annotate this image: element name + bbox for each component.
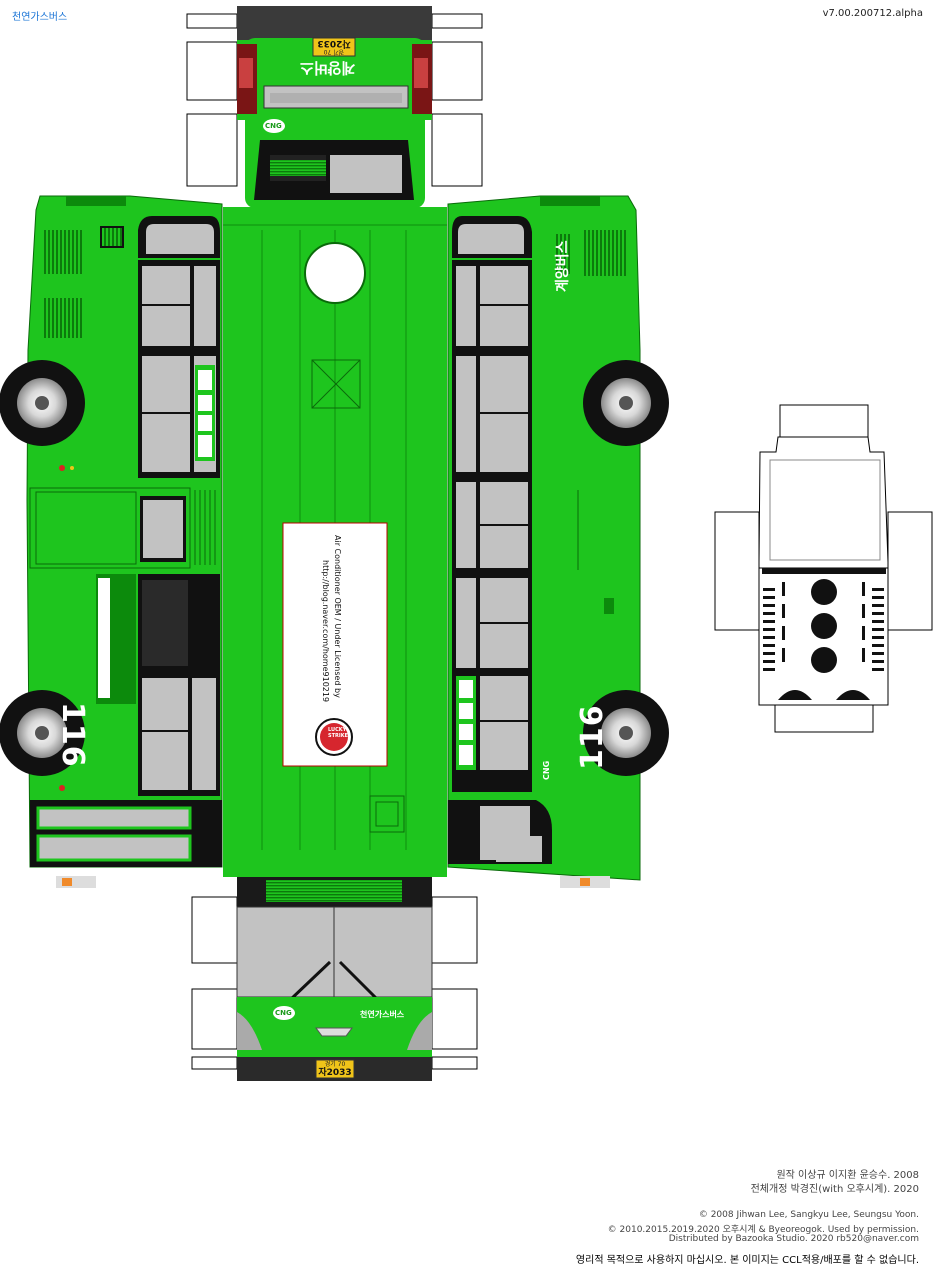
rear-plate: 경기 70 자2033 — [314, 38, 354, 55]
brand-logo: LUCKY STRIKE — [328, 727, 349, 739]
cng-badge-rear: CNG — [265, 122, 282, 130]
glue-tabs-top — [186, 13, 483, 187]
front-company-name: 천연가스버스 — [360, 1010, 405, 1019]
credit-original: 원작 이상규 이지환 윤승수. 2008 — [776, 1170, 919, 1181]
roof-panel-line1: Air Conditioner OEM / Under Licensed by — [333, 535, 342, 698]
front-plate: 경기 70 자2033 — [317, 1061, 353, 1078]
wheel — [0, 360, 85, 446]
roof-unit-net — [714, 404, 933, 733]
roof-panel-line2: http://blog.naver.com/home910219 — [321, 560, 330, 703]
credit-distribution: Distributed by Bazooka Studio. 2020 rb52… — [668, 1234, 919, 1244]
route-number-right: 116 — [575, 704, 610, 770]
side-company-right: 계양버스 — [555, 240, 571, 292]
wheel — [583, 360, 669, 446]
front-face — [236, 877, 433, 1081]
wheel — [583, 690, 669, 776]
credit-revision: 전체개정 박경진(with 오후시계). 2020 — [750, 1184, 919, 1195]
rear-plate-number: 자2033 — [317, 38, 351, 48]
version-label: v7.00.200712.alpha — [822, 8, 923, 19]
front-plate-number: 자2033 — [318, 1068, 352, 1078]
rear-destination-sign: 계양버스 — [300, 59, 356, 77]
rear-face — [237, 6, 432, 208]
cng-badge-front: CNG — [275, 1009, 292, 1017]
wheel — [0, 690, 85, 776]
front-plate-region: 경기 70 — [324, 1061, 346, 1068]
right-side-panel — [447, 195, 641, 888]
document-title: 천연가스버스 — [12, 12, 68, 23]
usage-notice: 영리적 목적으로 사용하지 마십시오. 본 이미지는 CCL적용/배포를 할 수… — [575, 1255, 919, 1266]
left-side-panel — [26, 195, 223, 888]
credit-copyright-2: © 2010.2015.2019.2020 오후시계 & Byeoreogok.… — [607, 1225, 919, 1235]
route-number-left: 116 — [55, 702, 90, 768]
cng-badge-right: CNG — [542, 760, 551, 780]
roof-unit-fans — [811, 579, 837, 673]
credit-copyright-1: © 2008 Jihwan Lee, Sangkyu Lee, Seungsu … — [698, 1210, 919, 1220]
rear-plate-region: 경기 70 — [323, 48, 345, 55]
